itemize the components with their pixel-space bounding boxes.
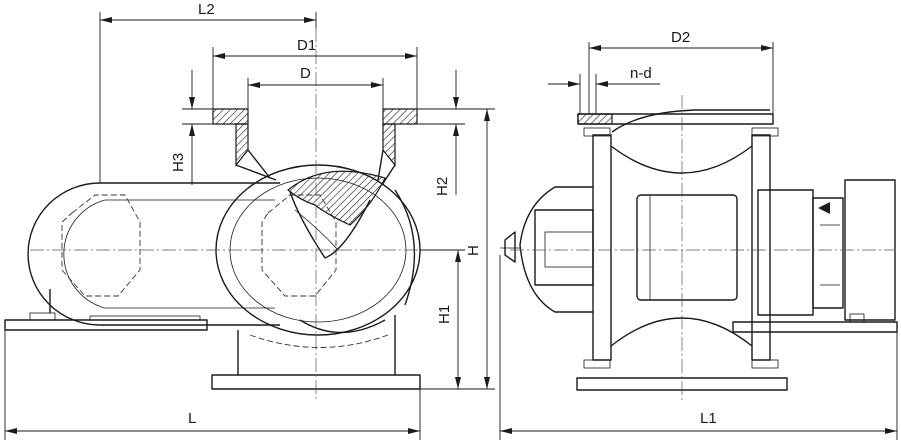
dim-H: H <box>465 245 482 256</box>
dim-H2: H2 <box>434 177 451 196</box>
motor-housing <box>27 182 337 326</box>
side-left-end-plate <box>583 127 612 369</box>
side-body <box>610 145 753 347</box>
front-dimensions: L2 D1 D H3 H2 H <box>4 1 495 440</box>
dim-H1: H1 <box>436 305 453 324</box>
motor-support-plate <box>4 289 208 331</box>
dim-n-d: n-d <box>630 65 652 82</box>
dim-D: D <box>300 65 311 82</box>
side-left-bearing <box>500 186 594 313</box>
side-view <box>500 95 898 400</box>
front-view <box>4 28 445 400</box>
inlet-flange <box>212 108 418 186</box>
rotor-vane-section <box>287 170 386 259</box>
side-right-end-plate <box>751 127 779 369</box>
dim-L2: L2 <box>198 1 215 18</box>
dim-D1: D1 <box>297 37 316 54</box>
dim-L: L <box>188 410 196 427</box>
side-top-flange <box>577 109 774 133</box>
dim-H3: H3 <box>170 153 187 172</box>
dim-D2: D2 <box>671 29 690 46</box>
side-dimensions: D2 n-d L1 <box>499 29 898 440</box>
dim-L1: L1 <box>700 410 717 427</box>
side-base-plates <box>576 313 898 391</box>
